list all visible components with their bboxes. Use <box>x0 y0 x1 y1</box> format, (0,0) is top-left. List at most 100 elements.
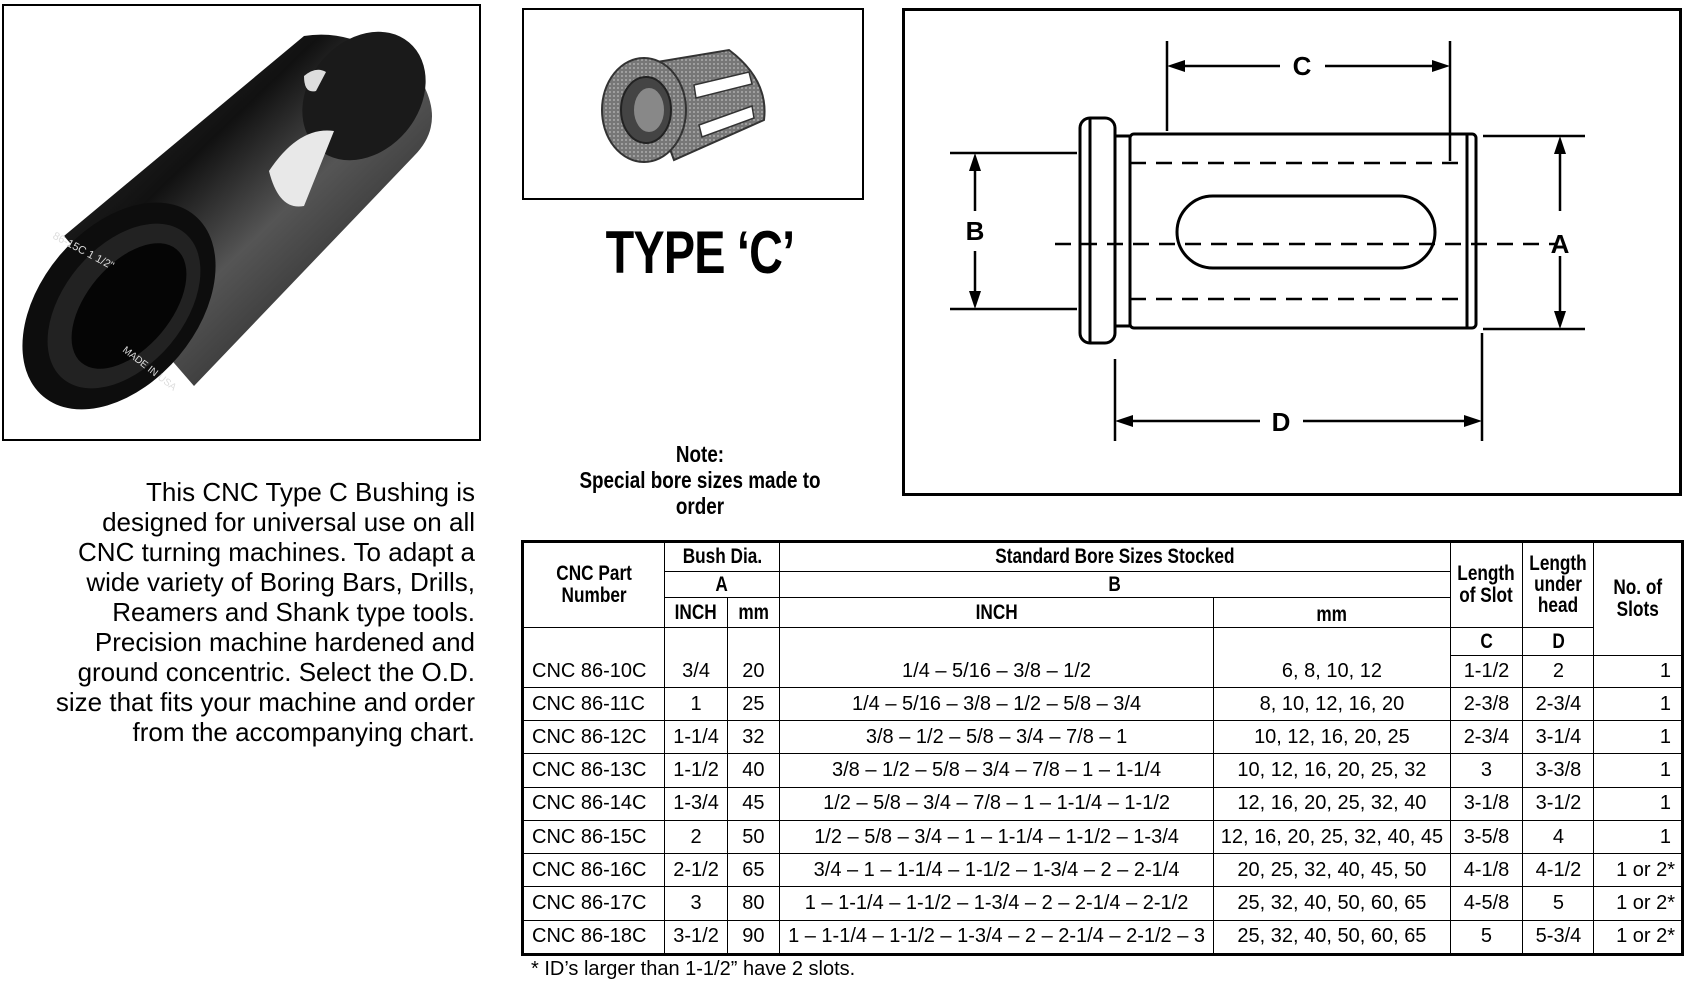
special-bore-note: Note: Special bore sizes made to order <box>561 441 840 519</box>
table-cell-b-mm: 25, 32, 40, 50, 60, 65 <box>1213 886 1451 921</box>
table-cell-a-inch: 2 <box>664 819 728 855</box>
description-line: Precision machine hardened and <box>94 627 475 657</box>
table-cell-d: 5-3/4 <box>1522 919 1595 956</box>
table-cell-a-inch: 2-1/2 <box>664 853 728 888</box>
table-cell-b-inch: 1 – 1-1/4 – 1-1/2 – 1-3/4 – 2 – 2-1/4 – … <box>778 919 1215 956</box>
table-cell-b-inch: 1/4 – 5/16 – 3/8 – 1/2 <box>778 627 1215 688</box>
description-line: wide variety of Boring Bars, Drills, <box>86 567 475 597</box>
description-line: from the accompanying chart. <box>132 717 476 747</box>
table-cell-b-mm: 8, 10, 12, 16, 20 <box>1213 686 1451 722</box>
table-row: CNC 86-13C 1-1/2 40 3/8 – 1/2 – 5/8 – 3/… <box>521 753 1683 788</box>
bushing-icon <box>601 48 766 163</box>
table-cell-c: 2-3/4 <box>1449 720 1524 755</box>
table-row: CNC 86-18C 3-1/2 90 1 – 1-1/4 – 1-1/2 – … <box>521 919 1683 956</box>
table-cell-part: CNC 86-15C <box>521 819 666 855</box>
table-cell-part: CNC 86-10C <box>521 627 666 688</box>
note-text: Special bore sizes made to order <box>579 467 821 519</box>
table-cell-c: 5 <box>1449 919 1524 956</box>
footnote: * ID’s larger than 1-1/2” have 2 slots. <box>531 958 856 980</box>
label-a: A <box>1551 229 1570 259</box>
table-cell-b-inch: 1 – 1-1/4 – 1-1/2 – 1-3/4 – 2 – 2-1/4 – … <box>778 886 1215 921</box>
table-row: CNC 86-14C 1-3/4 45 1/2 – 5/8 – 3/4 – 7/… <box>521 786 1683 821</box>
label-d: D <box>1272 407 1291 437</box>
table-cell-part: CNC 86-18C <box>521 919 666 956</box>
table-row: CNC 86-17C 3 80 1 – 1-1/4 – 1-1/2 – 1-3/… <box>521 886 1683 921</box>
table-cell-a-mm: 32 <box>726 720 780 755</box>
table-cell-a-inch: 1-1/2 <box>664 753 728 788</box>
table-cell-part: CNC 86-11C <box>521 686 666 722</box>
table-cell-d: 3-1/4 <box>1522 720 1595 755</box>
table-cell-a-inch: 1-1/4 <box>664 720 728 755</box>
table-cell-a-inch: 3 <box>664 886 728 921</box>
type-icon-panel <box>522 8 864 200</box>
table-cell-slots: 1 <box>1593 720 1683 755</box>
table-cell-b-inch: 1/2 – 5/8 – 3/4 – 1 – 1-1/4 – 1-1/2 – 1-… <box>778 819 1215 855</box>
table-cell-d: 5 <box>1522 886 1595 921</box>
note-heading: Note: <box>675 441 725 467</box>
table-cell-slots: 1 or 2* <box>1593 919 1683 956</box>
table-cell-slots: 1 or 2* <box>1593 853 1683 888</box>
product-photo: 86-15C 1 1/2" MADE IN USA <box>2 4 481 441</box>
product-description: This CNC Type C Bushing is designed for … <box>0 477 475 747</box>
table-cell-a-mm: 25 <box>726 686 780 722</box>
header-bush-dia: Bush Dia. <box>664 541 780 572</box>
table-cell-a-mm: 50 <box>726 819 780 855</box>
header-b: B <box>778 571 1451 598</box>
table-cell-d: 3-1/2 <box>1522 786 1595 821</box>
table-row: CNC 86-12C 1-1/4 32 3/8 – 1/2 – 5/8 – 3/… <box>521 720 1683 755</box>
table-cell-b-mm: 12, 16, 20, 25, 32, 40, 45 <box>1213 819 1451 855</box>
table-cell-b-mm: 25, 32, 40, 50, 60, 65 <box>1213 919 1451 956</box>
table-cell-part: CNC 86-16C <box>521 853 666 888</box>
type-title: TYPE ‘C’ <box>605 219 796 286</box>
table-cell-c: 4-5/8 <box>1449 886 1524 921</box>
table-cell-a-mm: 20 <box>726 627 780 688</box>
table-cell-a-mm: 40 <box>726 753 780 788</box>
table-cell-a-mm: 65 <box>726 853 780 888</box>
dimension-drawing: C D B A <box>950 41 1585 441</box>
table-cell-b-mm: 6, 8, 10, 12 <box>1213 627 1451 688</box>
table-cell-c: 2-3/8 <box>1449 686 1524 722</box>
table-cell-b-mm: 10, 12, 16, 20, 25 <box>1213 720 1451 755</box>
label-c: C <box>1293 51 1312 81</box>
table-cell-b-inch: 3/4 – 1 – 1-1/4 – 1-1/2 – 1-3/4 – 2 – 2-… <box>778 853 1215 888</box>
table-cell-a-inch: 3/4 <box>664 627 728 688</box>
table-cell-b-inch: 3/8 – 1/2 – 5/8 – 3/4 – 7/8 – 1 – 1-1/4 <box>778 753 1215 788</box>
description-line: ground concentric. Select the O.D. <box>77 657 475 687</box>
table-cell-c: 3-1/8 <box>1449 786 1524 821</box>
description-line: This CNC Type C Bushing is <box>146 477 475 507</box>
table-cell-b-inch: 3/8 – 1/2 – 5/8 – 3/4 – 7/8 – 1 <box>778 720 1215 755</box>
dimension-diagram: C D B A <box>902 8 1682 496</box>
header-b-inch: INCH <box>778 597 1215 628</box>
table-cell-part: CNC 86-13C <box>521 753 666 788</box>
table-cell-b-mm: 20, 25, 32, 40, 45, 50 <box>1213 853 1451 888</box>
table-cell-slots: 1 or 2* <box>1593 886 1683 921</box>
header-a-inch: INCH <box>664 597 728 628</box>
header-c: C <box>1449 627 1524 656</box>
header-bore-sizes: Standard Bore Sizes Stocked <box>778 541 1451 572</box>
table-cell-slots: 1 <box>1593 686 1683 722</box>
table-cell-slots: 1 <box>1593 819 1683 855</box>
table-cell-a-inch: 1 <box>664 686 728 722</box>
table-cell-slots: 1 <box>1593 655 1683 688</box>
table-cell-d: 4 <box>1522 819 1595 855</box>
description-line: size that fits your machine and order <box>55 687 475 717</box>
label-b: B <box>966 216 985 246</box>
header-a-mm: mm <box>726 597 780 628</box>
table-cell-part: CNC 86-12C <box>521 720 666 755</box>
table-cell-part: CNC 86-14C <box>521 786 666 821</box>
table-row: CNC 86-15C 2 50 1/2 – 5/8 – 3/4 – 1 – 1-… <box>521 819 1683 855</box>
bushing-photo-image: 86-15C 1 1/2" MADE IN USA <box>22 31 432 410</box>
table-cell-a-mm: 45 <box>726 786 780 821</box>
description-line: CNC turning machines. To adapt a <box>78 537 475 567</box>
description-line: designed for universal use on all <box>102 507 475 537</box>
table-cell-c: 3-5/8 <box>1449 819 1524 855</box>
table-cell-slots: 1 <box>1593 753 1683 788</box>
table-cell-b-mm: 12, 16, 20, 25, 32, 40 <box>1213 786 1451 821</box>
description-line: Reamers and Shank type tools. <box>112 597 475 627</box>
table-cell-b-inch: 1/4 – 5/16 – 3/8 – 1/2 – 5/8 – 3/4 <box>778 686 1215 722</box>
table-cell-c: 1-1/2 <box>1449 655 1524 688</box>
header-d: D <box>1522 627 1595 656</box>
